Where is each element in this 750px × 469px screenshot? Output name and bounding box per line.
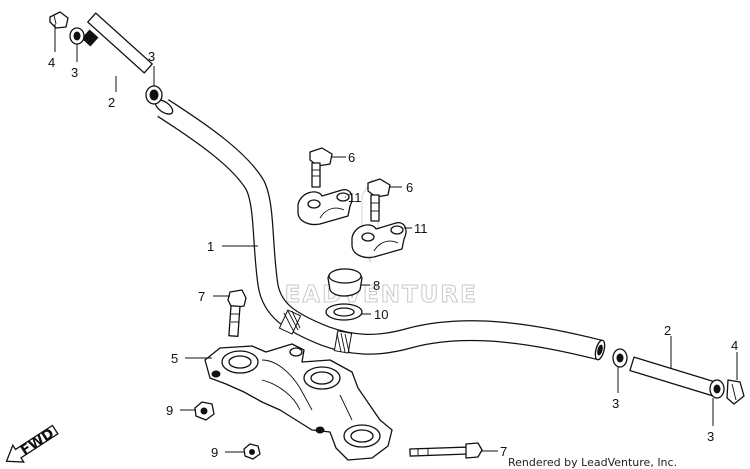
credit-text: Rendered by LeadVenture, Inc. (508, 456, 677, 469)
callouts: 1 2 2 3 3 3 3 4 4 5 6 6 7 7 8 9 9 10 11 … (48, 49, 738, 460)
watermark: LEADVENTURE (268, 178, 478, 309)
fwd-label: FWD (18, 426, 57, 459)
callout-9-lower: 9 (211, 445, 218, 460)
callout-10: 10 (374, 307, 388, 322)
callout-9-upper: 9 (166, 403, 173, 418)
bolt-part-7-left[interactable] (227, 289, 247, 337)
knurl-left (278, 309, 302, 335)
callout-6-lower: 6 (406, 180, 413, 195)
leader-lines (54, 24, 738, 453)
callout-8: 8 (373, 278, 380, 293)
callout-5: 5 (171, 351, 178, 366)
callout-7-left: 7 (198, 289, 205, 304)
holder-part-11-lower[interactable] (351, 222, 407, 259)
callout-2-right: 2 (664, 323, 671, 338)
callout-3-left-inner: 3 (71, 65, 78, 80)
handlebar-part-1[interactable] (153, 97, 607, 361)
callout-11-upper: 11 (348, 190, 362, 205)
bolt-part-7-lower[interactable] (409, 442, 483, 459)
callout-4-left: 4 (48, 55, 55, 70)
callout-6-upper: 6 (348, 150, 355, 165)
callout-2-left: 2 (108, 95, 115, 110)
washer-part-10[interactable] (325, 303, 363, 321)
callout-11-lower: 11 (414, 221, 428, 236)
cap-nut-part-8[interactable] (327, 268, 363, 297)
callout-3-right-outer: 3 (707, 429, 714, 444)
callout-7-lower: 7 (500, 444, 507, 459)
callout-3-right-inner: 3 (612, 396, 619, 411)
watermark-text: LEADVENTURE (268, 282, 478, 308)
nut-part-9-upper[interactable] (194, 401, 215, 421)
fwd-arrow-icon (5, 424, 59, 463)
knurl-right (333, 330, 353, 354)
callout-1: 1 (207, 239, 214, 254)
fwd-indicator: FWD (5, 424, 59, 463)
callout-3-left-outer: 3 (148, 49, 155, 64)
holder-part-11-upper[interactable] (297, 189, 353, 226)
left-bar-end-assembly[interactable] (49, 11, 163, 105)
bolt-part-6-upper[interactable] (309, 147, 333, 188)
callout-4-right: 4 (731, 338, 738, 353)
nut-part-9-lower[interactable] (243, 443, 261, 460)
right-bar-end-assembly[interactable] (612, 348, 745, 405)
holder-part-5[interactable] (204, 343, 393, 461)
bolt-part-6-lower[interactable] (367, 178, 391, 222)
